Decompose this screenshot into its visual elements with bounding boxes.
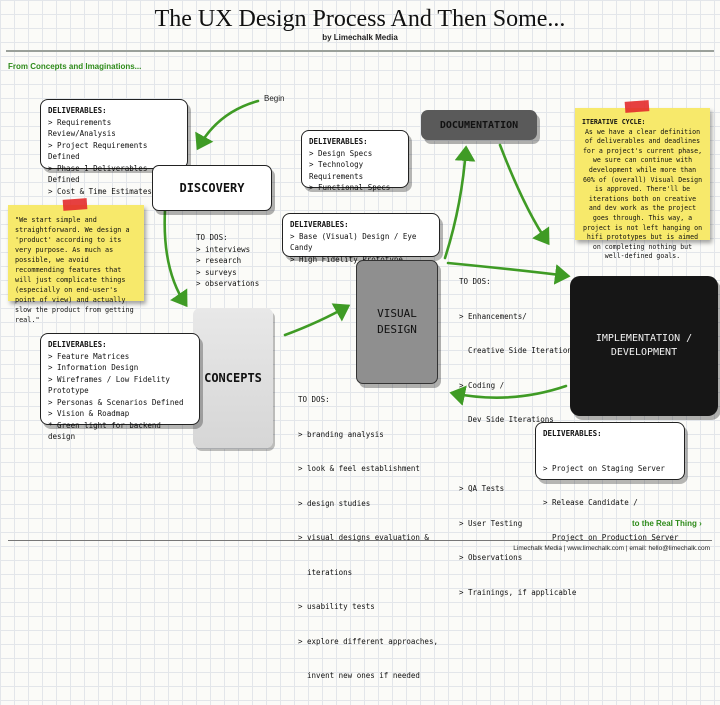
list-item: > surveys (196, 267, 237, 277)
footer-divider (8, 540, 712, 541)
concepts-deliverables-card: DELIVERABLES: > Feature Matrices > Infor… (40, 333, 200, 441)
list-item: > Vision & Roadmap (48, 409, 130, 418)
visual-todos-heading: TO DOS: (298, 395, 330, 404)
list-item: > Observations (459, 553, 523, 562)
from-label: From Concepts and Imaginations... (8, 62, 142, 71)
documentation-deliverables-card: DELIVERABLES: > Design Specs > Technolog… (301, 130, 409, 192)
page-subtitle: by Limechalk Media (322, 33, 398, 42)
stage-documentation: DOCUMENTATION (421, 110, 537, 140)
list-item: > Trainings, if applicable (459, 587, 577, 597)
arrow-visual-to-implementation (446, 261, 571, 285)
list-item: Creative Side Iterations (459, 346, 577, 355)
list-item: > Requirements Review/Analysis (48, 117, 116, 139)
list-item: Project on Production Server (543, 532, 679, 542)
arrow-visual-to-documentation (443, 145, 476, 260)
flow-arrows (163, 99, 571, 406)
list-item: > Project on Staging Server (543, 463, 665, 473)
list-item: > look & feel establishment (298, 464, 420, 473)
discovery-todos-heading: TO DOS: (196, 233, 228, 242)
list-item: > Coding / (459, 380, 505, 390)
discovery-deliverables-card: DELIVERABLES: > Requirements Review/Anal… (40, 99, 188, 196)
list-item: > explore different approaches, (298, 636, 438, 646)
iteration-todos-heading: TO DOS: (459, 277, 491, 286)
stage-visual-design-line-2: DESIGN (377, 323, 417, 336)
list-item: > QA Tests (459, 484, 505, 493)
list-item: > Functional Specs (309, 183, 391, 192)
quote-sticky-note: "We start simple and straightforward. We… (8, 205, 144, 324)
list-item: > Information Design (48, 363, 139, 372)
list-item: iterations (298, 567, 353, 577)
list-item: * Green light for backend design (48, 420, 161, 442)
list-item: > research (196, 256, 242, 265)
visual-todos: TO DOS: > branding analysis > look & fee… (298, 394, 458, 705)
list-item: Dev Side Iterations (459, 415, 554, 424)
stage-implementation-line-2: DEVELOPMENT (610, 347, 678, 358)
to-label: to the Real Thing › (632, 519, 702, 528)
page-title: The UX Design Process And Then Some... (154, 6, 566, 32)
list-item: > User Testing (459, 518, 523, 528)
arrow-begin-to-discovery (195, 99, 260, 151)
iterative-note-text: As we have a clear definition of deliver… (582, 127, 703, 261)
visual-deliverables-card: DELIVERABLES: > Base (Visual) Design / E… (282, 213, 440, 264)
list-item: > Cost & Time Estimates (48, 186, 152, 196)
implementation-deliverables-card: DELIVERABLES: > Project on Staging Serve… (535, 422, 685, 542)
arrow-documentation-to-iterative (498, 143, 550, 246)
stage-concepts: CONCEPTS (193, 308, 273, 448)
tape-icon (624, 100, 650, 113)
list-item: invent new ones if needed (298, 671, 420, 680)
list-item: > Feature Matrices (48, 351, 130, 361)
implementation-deliverables-heading: DELIVERABLES: (543, 429, 602, 438)
list-item: > Personas & Scenarios Defined (48, 397, 184, 407)
list-item: > branding analysis (298, 429, 384, 439)
list-item: > Enhancements/ (459, 311, 527, 321)
stage-visual-design-line-1: VISUAL (377, 307, 417, 320)
list-item: > Wireframes / Low Fidelity Prototype (48, 374, 170, 396)
discovery-deliverables-heading: DELIVERABLES: (48, 106, 107, 115)
list-item: > design studies (298, 498, 371, 508)
documentation-deliverables-heading: DELIVERABLES: (309, 137, 368, 146)
discovery-todos: TO DOS: > interviews > research > survey… (196, 232, 286, 290)
stage-implementation-line-1: IMPLEMENTATION / (595, 333, 693, 344)
header-divider (6, 50, 714, 52)
list-item: > observations (196, 279, 260, 288)
list-item: > Project Requirements Defined (48, 140, 148, 162)
chevron-right-icon: › (699, 519, 702, 528)
list-item: > Phase 1 Deliverables Defined (48, 163, 148, 185)
tape-icon (62, 198, 88, 211)
list-item: > usability tests (298, 602, 375, 611)
arrow-implementation-to-visual (449, 384, 568, 406)
list-item: > interviews (196, 244, 251, 254)
begin-label: Begin (264, 94, 285, 103)
arrow-concepts-to-visual (283, 303, 351, 337)
list-item: > Technology Requirements (309, 160, 364, 181)
list-item: > Design Specs (309, 148, 373, 158)
stage-visual-design: VISUAL DESIGN (356, 260, 438, 384)
list-item: > visual designs evaluation & (298, 533, 429, 542)
arrow-discovery-to-concepts (163, 208, 188, 308)
visual-deliverables-heading: DELIVERABLES: (290, 220, 349, 229)
to-label-text: to the Real Thing (632, 519, 697, 528)
stage-discovery: DISCOVERY (152, 165, 272, 211)
iterative-note-heading: ITERATIVE CYCLE: (582, 118, 646, 126)
quote-note-text: "We start simple and straightforward. We… (15, 216, 134, 324)
concepts-deliverables-heading: DELIVERABLES: (48, 340, 107, 349)
iterative-sticky-note: ITERATIVE CYCLE: As we have a clear defi… (575, 108, 710, 260)
list-item: > Base (Visual) Design / Eye Candy (290, 231, 417, 253)
list-item: > Release Candidate / (543, 498, 638, 507)
footer-text: Limechalk Media | www.limechalk.com | em… (513, 545, 710, 552)
stage-implementation: IMPLEMENTATION / DEVELOPMENT (570, 276, 718, 416)
list-item: > High Fidelity Prototype (290, 254, 403, 264)
